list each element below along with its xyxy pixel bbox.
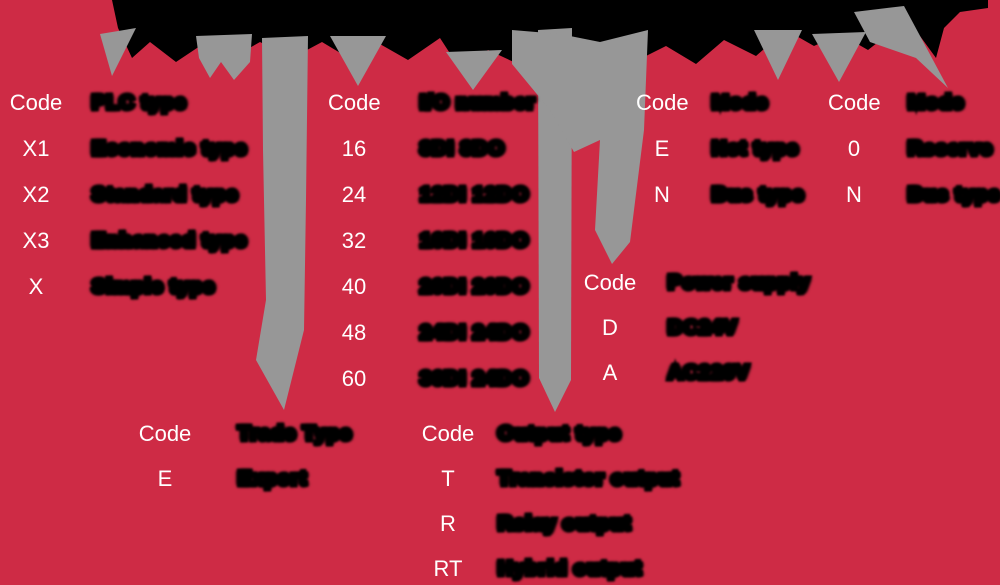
- code-value: 48: [341, 320, 367, 345]
- table-output-type: Code Output type T Transistor output R R…: [421, 421, 681, 583]
- table-header-redacted: Output type: [495, 421, 622, 448]
- code-value: RT: [433, 556, 463, 581]
- code-description-redacted: AC220V: [665, 360, 751, 387]
- table-mode-right: Code Mode 0 Reserve N Bus type: [828, 90, 1000, 209]
- arrow-left-stub-icon: [100, 28, 136, 76]
- code-description-redacted: Economic type: [89, 136, 248, 163]
- arrow-mode-left-b-icon: [812, 32, 866, 82]
- table-header-redacted: Mode: [905, 90, 965, 117]
- code-value: A: [602, 360, 618, 385]
- arrow-trade-type-icon: [256, 36, 308, 410]
- code-header: Code: [636, 90, 689, 115]
- code-value: X: [28, 274, 44, 299]
- table-header-redacted: PLC type: [89, 90, 188, 117]
- arrow-io-number-icon: [446, 50, 502, 90]
- code-description-redacted: Relay output: [495, 511, 632, 538]
- code-value: E: [157, 466, 173, 491]
- code-value: E: [654, 136, 670, 161]
- code-value: 32: [341, 228, 367, 253]
- table-header-redacted: Power supply: [665, 270, 811, 297]
- table-plc-type: Code PLC type X1 Economic type X2 Standa…: [8, 90, 249, 301]
- code-header: Code: [421, 421, 475, 446]
- code-value: 0: [847, 136, 861, 161]
- code-description-redacted: Standard type: [89, 182, 239, 209]
- code-description-redacted: 12DI 12DO: [418, 182, 531, 209]
- code-value: 60: [341, 366, 367, 391]
- code-header: Code: [138, 421, 192, 446]
- table-header-redacted: Trade Type: [235, 421, 353, 448]
- code-header: Code: [9, 90, 63, 115]
- code-description-redacted: Bus type: [905, 182, 1000, 209]
- code-description-redacted: Export: [235, 466, 308, 493]
- code-description-redacted: Reserve: [905, 136, 994, 163]
- code-description-redacted: DC24V: [665, 315, 738, 342]
- table-io-number: Code I/O number 16 8DI 8DO 24 12DI 12DO …: [328, 90, 538, 393]
- code-value: D: [602, 315, 618, 340]
- code-value: X3: [22, 228, 50, 253]
- code-description-redacted: 36DI 24DO: [418, 366, 531, 393]
- code-value: R: [440, 511, 456, 536]
- code-description-redacted: Transistor output: [495, 466, 680, 493]
- code-description-redacted: 8DI 8DO: [418, 136, 507, 163]
- arrow-io-code-icon: [330, 36, 386, 86]
- table-power-supply: Code Power supply D DC24V A AC220V: [583, 270, 812, 387]
- table-mode-left: Code Mode E Net type N Bus type: [636, 90, 806, 209]
- arrow-plc-type-icon: [196, 34, 252, 80]
- code-description-redacted: Bus type: [709, 182, 805, 209]
- code-value: 24: [341, 182, 367, 207]
- arrow-mode-left-a-icon: [754, 30, 802, 80]
- arrow-power-supply-icon: [512, 30, 648, 264]
- code-description-redacted: 20DI 20DO: [418, 274, 531, 301]
- code-description-redacted: Enhanced type: [89, 228, 248, 255]
- code-description-redacted: 16DI 16DO: [418, 228, 531, 255]
- code-value: 16: [341, 136, 367, 161]
- code-value: N: [654, 182, 670, 207]
- table-trade-type: Code Trade Type E Export: [138, 421, 354, 493]
- code-value: T: [441, 466, 455, 491]
- code-header: Code: [828, 90, 881, 115]
- code-description-redacted: Hybrid output: [495, 556, 643, 583]
- code-value: 40: [341, 274, 367, 299]
- table-header-redacted: Mode: [709, 90, 769, 117]
- code-description-redacted: Net type: [709, 136, 800, 163]
- code-header: Code: [583, 270, 637, 295]
- code-value: N: [846, 182, 862, 207]
- code-description-redacted: Simple type: [89, 274, 216, 301]
- code-header: Code: [328, 90, 381, 115]
- table-header-redacted: I/O number: [418, 90, 538, 117]
- code-value: X2: [22, 182, 50, 207]
- code-description-redacted: 24DI 24DO: [418, 320, 531, 347]
- arrow-mode-right-icon: [854, 6, 948, 88]
- code-value: X1: [22, 136, 50, 161]
